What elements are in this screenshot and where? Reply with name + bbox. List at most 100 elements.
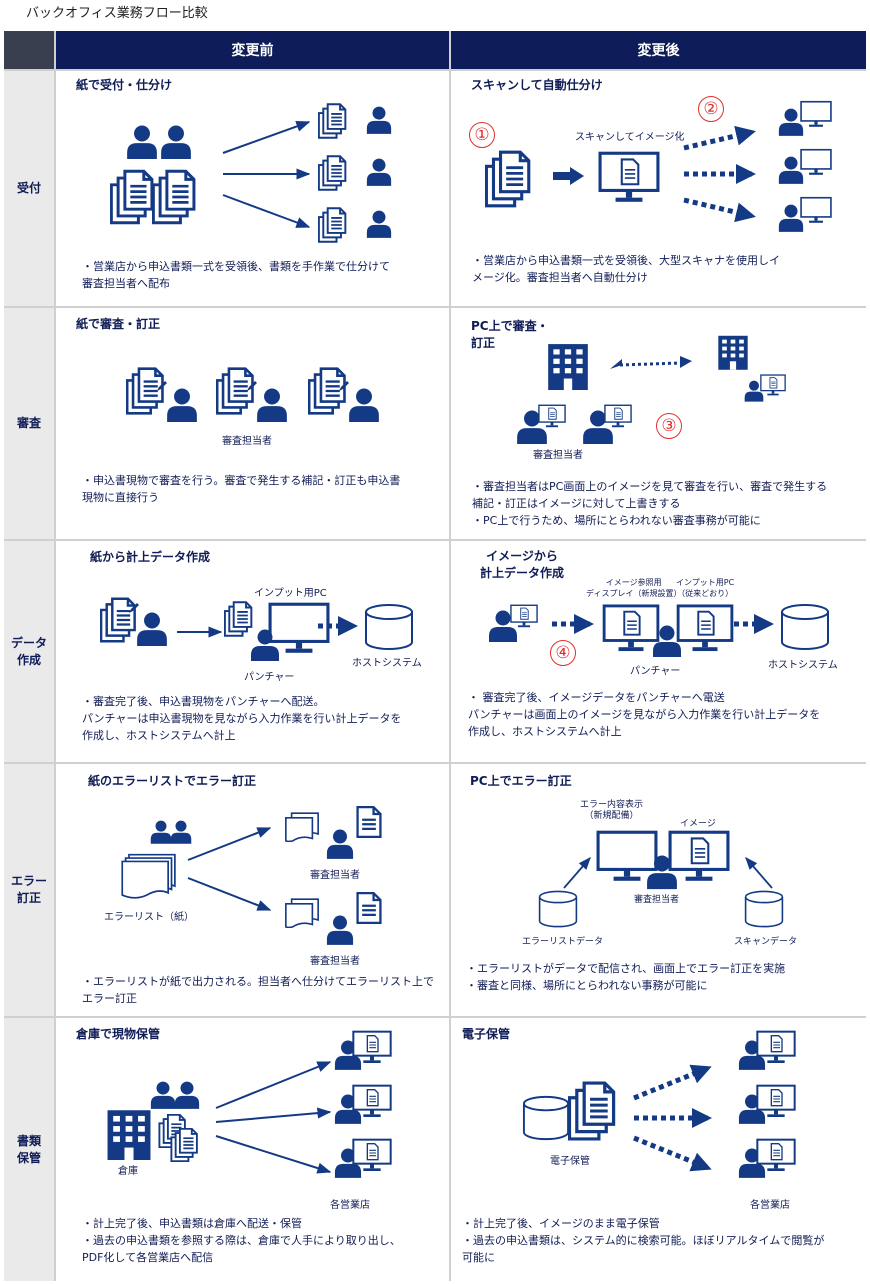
bullet: ・ 審査完了後、イメージデータをパンチャーへ電送	[468, 691, 725, 704]
puncher-dual-display-icon	[602, 604, 734, 657]
sender-reviewer-icon	[489, 604, 538, 642]
bullet: ・エラーリストがデータで配信され、画面上でエラー訂正を実施	[466, 962, 786, 975]
reviewers-with-paper-icon	[126, 367, 379, 422]
page-title: バックオフィス業務フロー比較	[26, 6, 208, 21]
error-data-label: エラーリストデータ	[522, 937, 604, 947]
auto-sort-arrows	[683, 125, 756, 223]
scan-arrow	[553, 167, 584, 185]
document-stack-icon	[110, 169, 196, 225]
host-after-label: ホストシステム	[768, 660, 838, 671]
warehouse-label: 倉庫	[118, 1166, 138, 1177]
host-label: ホストシステム	[352, 658, 422, 669]
bullet: ・過去の申込書類を参照する際は、倉庫で人手により取り出し、 PDF化して各営業店…	[82, 1234, 401, 1264]
branches-after-label: 各営業店	[750, 1200, 790, 1211]
scanner-pc-icon	[598, 151, 660, 204]
before-data-title: 紙から計上データ作成	[90, 550, 211, 564]
header-after: 変更後	[451, 31, 866, 69]
to-host-arrow	[318, 616, 358, 636]
step-number-3: ③	[656, 413, 682, 439]
electronic-storage-icon	[522, 1081, 616, 1141]
bullet: パンチャーは申込書現物を見ながら入力作業を行い計上データを 作成し、ホストシステ…	[82, 712, 402, 742]
header-before: 変更前	[56, 31, 449, 69]
to-host-after-arrow	[734, 614, 774, 634]
branch-pc-after-icons	[738, 1030, 796, 1178]
scanned-documents-icon	[485, 150, 531, 208]
reviewer-label-top: 審査担当者	[310, 870, 360, 881]
before-reviewer-label: 審査担当者	[222, 436, 272, 447]
warehouse-icon	[107, 1110, 198, 1162]
scan-data-label: スキャンデータ	[734, 937, 798, 947]
error-list-paper-label: エラーリスト（紙）	[104, 912, 194, 923]
after-uketsuke-desc: ・営業店から申込書類一式を受領後、大型スキャナを使用しイ メージ化。審査担当者へ…	[472, 252, 852, 286]
reviewer-pc-pair-icon	[517, 404, 632, 444]
after-hokan-desc: ・計上完了後、イメージのまま電子保管 ・過去の申込書類は、システム的に検索可能。…	[462, 1215, 862, 1266]
after-hokan-title: 電子保管	[462, 1027, 511, 1041]
header-corner	[4, 31, 54, 69]
remote-reviewer-icon	[744, 374, 786, 402]
bullet: ・審査完了後、申込書現物をパンチャーへ配送。	[82, 695, 325, 708]
reviewer-paper-icon	[100, 597, 167, 646]
bullet: ・審査担当者はPC画面上のイメージを見て審査を行い、審査で発生する 補記・訂正は…	[472, 480, 828, 510]
step-number-1: ①	[469, 122, 495, 148]
after-uketsuke-title: スキャンして自動仕分け	[471, 78, 603, 92]
error-display-label: エラー内容表示 （新規配備）	[580, 800, 644, 821]
row-label-uketsuke: 受付	[4, 71, 54, 306]
staff-group-icon	[127, 125, 191, 159]
distribution-dotted-arrows	[633, 1064, 712, 1172]
before-shinsa-title: 紙で審査・訂正	[76, 317, 161, 331]
office-building-icon	[548, 344, 588, 390]
sorting-arrows	[187, 827, 272, 911]
after-data-title: イメージから 計上データ作成	[480, 549, 565, 580]
before-hokan-title: 倉庫で現物保管	[76, 1027, 161, 1041]
after-error-title: PC上でエラー訂正	[470, 774, 572, 788]
before-uketsuke-title: 紙で受付・仕分け	[76, 78, 173, 92]
input-pc-label: インプット用PC	[254, 588, 327, 599]
bullet: ・申込書現物で審査を行う。審査で発生する補記・訂正も申込書 現物に直接行う	[82, 474, 401, 504]
transmit-arrow	[552, 614, 594, 634]
document-person-icons	[318, 103, 392, 243]
branches-label: 各営業店	[330, 1200, 370, 1211]
bullet: ・営業店から申込書類一式を受領後、大型スキャナを使用しイ メージ化。審査担当者へ…	[472, 254, 780, 284]
cell-before-1	[56, 308, 449, 539]
host-system-after-icon	[781, 604, 829, 650]
error-data-arrow	[563, 857, 591, 889]
after-shinsa-desc: ・審査担当者はPC画面上のイメージを見て審査を行い、審査で発生する 補記・訂正は…	[472, 478, 862, 529]
bullet: ・過去の申込書類は、システム的に検索可能。ほぼリアルタイムで閲覧が 可能に	[462, 1234, 825, 1264]
after-shinsa-title: PC上で審査・ 訂正	[471, 319, 549, 350]
after-error-desc: ・エラーリストがデータで配信され、画面上でエラー訂正を実施 ・審査と同様、場所に…	[466, 960, 856, 994]
cell-after-3	[451, 764, 866, 1016]
before-hokan-desc: ・計上完了後、申込書類は倉庫へ配送・保管 ・過去の申込書類を参照する際は、倉庫で…	[82, 1215, 442, 1266]
row-label-data: データ 作成	[4, 541, 54, 762]
after-reviewer-error-label: 審査担当者	[634, 895, 680, 905]
error-list-db-icon	[538, 890, 578, 928]
bullet: ・営業店から申込書類一式を受領後、書類を手作業で仕分けて 審査担当者へ配布	[82, 260, 390, 290]
after-data-desc: ・ 審査完了後、イメージデータをパンチャーへ電送 パンチャーは画面上のイメージを…	[468, 689, 858, 740]
reviewer-label-bottom: 審査担当者	[310, 956, 360, 967]
reviewer-dual-display-icon	[596, 830, 730, 890]
distribution-arrows	[222, 121, 311, 228]
row-label-error: エラー 訂正	[4, 764, 54, 1016]
row-label-shinsa: 審査	[4, 308, 54, 539]
bullet: ・エラーリストが紙で出力される。担当者へ仕分けてエラーリスト上で エラー訂正	[82, 975, 434, 1005]
bullet: ・計上完了後、イメージのまま電子保管	[462, 1217, 660, 1230]
delivery-arrows	[215, 1061, 332, 1174]
before-data-desc: ・審査完了後、申込書現物をパンチャーへ配送。 パンチャーは申込書現物を見ながら入…	[82, 693, 442, 744]
error-list-paper-icon	[121, 853, 176, 899]
host-system-icon	[365, 604, 413, 650]
puncher-after-label: パンチャー	[630, 666, 681, 677]
scan-data-db-icon	[744, 890, 784, 928]
puncher-label: パンチャー	[244, 672, 295, 683]
before-uketsuke-desc: ・営業店から申込書類一式を受領後、書類を手作業で仕分けて 審査担当者へ配布	[82, 258, 442, 292]
step-number-4: ④	[550, 640, 576, 666]
bullet: ・PC上で行うため、場所にとらわれない審査事務が可能に	[472, 514, 761, 527]
after-reviewer-label: 審査担当者	[533, 450, 583, 461]
step-number-2: ②	[698, 96, 724, 122]
scan-data-arrow	[745, 857, 773, 889]
before-error-desc: ・エラーリストが紙で出力される。担当者へ仕分けてエラーリスト上で エラー訂正	[82, 973, 442, 1007]
to-puncher-arrow	[177, 626, 223, 638]
before-shinsa-desc: ・申込書現物で審査を行う。審査で発生する補記・訂正も申込書 現物に直接行う	[82, 472, 442, 506]
bidirectional-arrow	[610, 356, 692, 369]
scan-label: スキャンしてイメージ化	[575, 132, 685, 143]
remote-building-icon	[718, 335, 748, 370]
reviewer-pc-icons	[778, 100, 832, 232]
